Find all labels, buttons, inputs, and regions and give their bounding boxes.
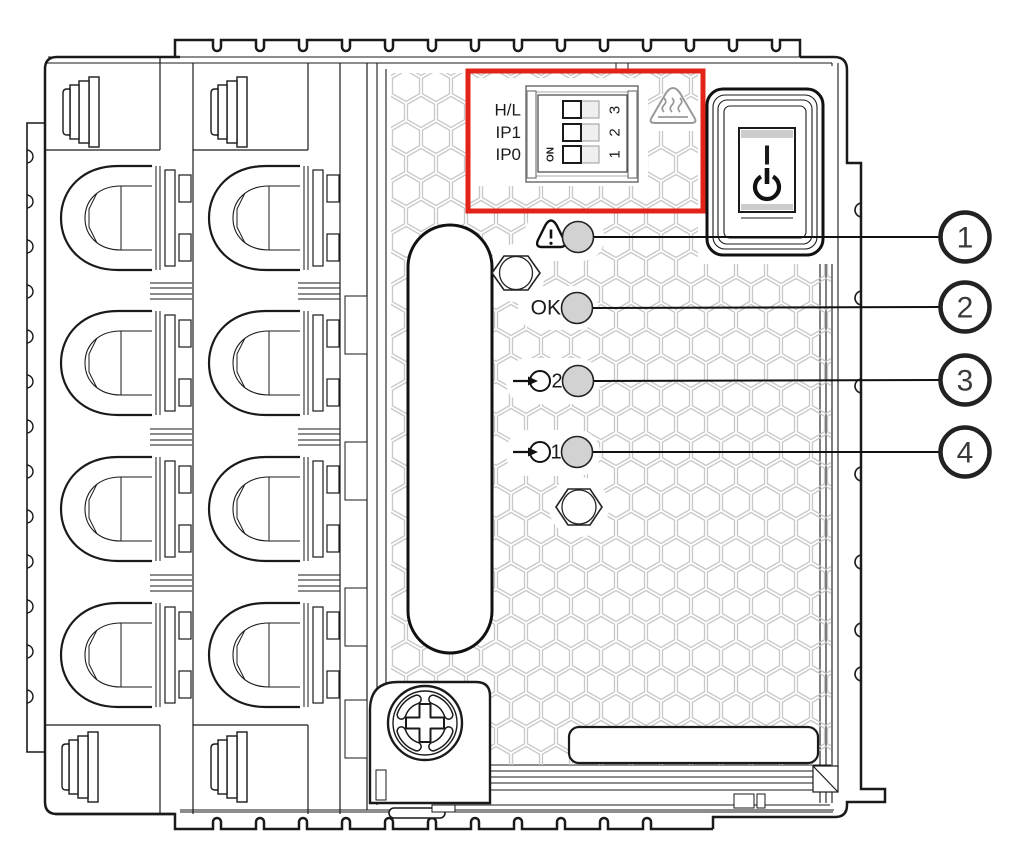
terminal-block-outline <box>43 55 180 816</box>
dip-row-label-hl: H/L <box>495 101 521 120</box>
led-lamp <box>560 435 594 469</box>
led-fault <box>535 219 595 254</box>
led-lamp <box>561 364 595 398</box>
dip-switch-block: H/L IP1 IP0 ON 3 2 1 <box>495 85 639 183</box>
power-switch: I <box>705 87 825 257</box>
right-edge-notches <box>854 202 862 682</box>
hex-nut-bottom <box>555 488 603 526</box>
led-lamp <box>561 220 595 254</box>
hot-surface-icon <box>649 87 697 124</box>
callout-4-number: 4 <box>957 437 974 470</box>
dip-pin-3: 3 <box>607 106 624 114</box>
terminal-bolt <box>59 455 193 563</box>
leader-line-2 <box>592 306 941 309</box>
terminal-cap <box>210 731 248 803</box>
right-edge <box>711 55 887 829</box>
cap-cells <box>45 57 309 814</box>
terminal-bolt <box>207 601 341 709</box>
led-ok-label: OK <box>531 297 561 320</box>
led-input1: 1 <box>513 435 594 469</box>
led-lamp <box>560 291 594 325</box>
led-ok: OK <box>531 291 594 325</box>
dip-row-label-ip1: IP1 <box>495 123 521 142</box>
inter-bolt-links <box>150 282 340 592</box>
top-mounting-rail <box>173 38 802 57</box>
left-mounting-rail <box>26 122 45 753</box>
label-plate <box>567 725 820 765</box>
dip-on-label: ON <box>546 147 557 162</box>
warning-icon <box>535 219 567 249</box>
terminal-bolt <box>59 309 193 417</box>
power-rocker: I <box>738 127 796 213</box>
leader-line-3 <box>593 379 941 382</box>
callout-4: 4 <box>938 425 992 479</box>
terminal-cap <box>62 76 100 148</box>
left-rail-tabs <box>26 149 34 704</box>
power-standby-icon <box>752 168 782 202</box>
callout-1: 1 <box>938 210 992 264</box>
callout-2: 2 <box>938 280 992 334</box>
handle-slot <box>406 223 494 655</box>
dip-switch-1 <box>562 145 600 164</box>
terminal-cap <box>210 76 248 148</box>
terminal-bolt <box>59 164 193 272</box>
callout-3: 3 <box>938 353 992 407</box>
chassis-edges <box>26 38 887 831</box>
terminal-block <box>43 55 368 816</box>
callout-2-number: 2 <box>957 292 974 325</box>
terminal-cap <box>61 731 99 803</box>
callouts: 1 2 3 4 <box>592 210 992 479</box>
terminal-bolt <box>207 455 341 563</box>
input-arrow-icon <box>513 441 551 463</box>
divider-clips <box>344 295 368 759</box>
phillips-cross-icon <box>405 703 445 743</box>
led-input1-label: 1 <box>550 442 561 464</box>
callout-3-number: 3 <box>957 365 974 398</box>
status-leds: OK 2 1 <box>513 219 595 469</box>
dip-switch-2 <box>562 123 600 142</box>
led-input2: 2 <box>513 364 595 398</box>
captive-screw <box>368 680 492 819</box>
power-on-marking: I <box>763 140 771 171</box>
hex-nut-top <box>491 255 541 291</box>
dip-pin-1: 1 <box>607 150 624 158</box>
highlight-box <box>465 68 706 214</box>
led-input2-label: 2 <box>551 371 562 393</box>
callout-1-number: 1 <box>957 222 974 255</box>
bottom-mounting-rail <box>55 812 713 831</box>
dip-pin-2: 2 <box>607 128 624 136</box>
input-arrow-icon <box>513 370 551 392</box>
screw-foot <box>388 807 446 819</box>
bottom-clips <box>431 793 766 813</box>
bottom-seams <box>180 804 834 813</box>
terminal-bolt <box>207 164 341 272</box>
terminal-bolt <box>59 601 193 709</box>
screw-slots <box>396 694 454 752</box>
dip-switch-3 <box>562 100 600 119</box>
terminal-bolt <box>207 309 341 417</box>
corner-gusset <box>812 765 839 793</box>
dip-row-label-ip0: IP0 <box>495 145 521 164</box>
column-dividers <box>192 63 368 814</box>
